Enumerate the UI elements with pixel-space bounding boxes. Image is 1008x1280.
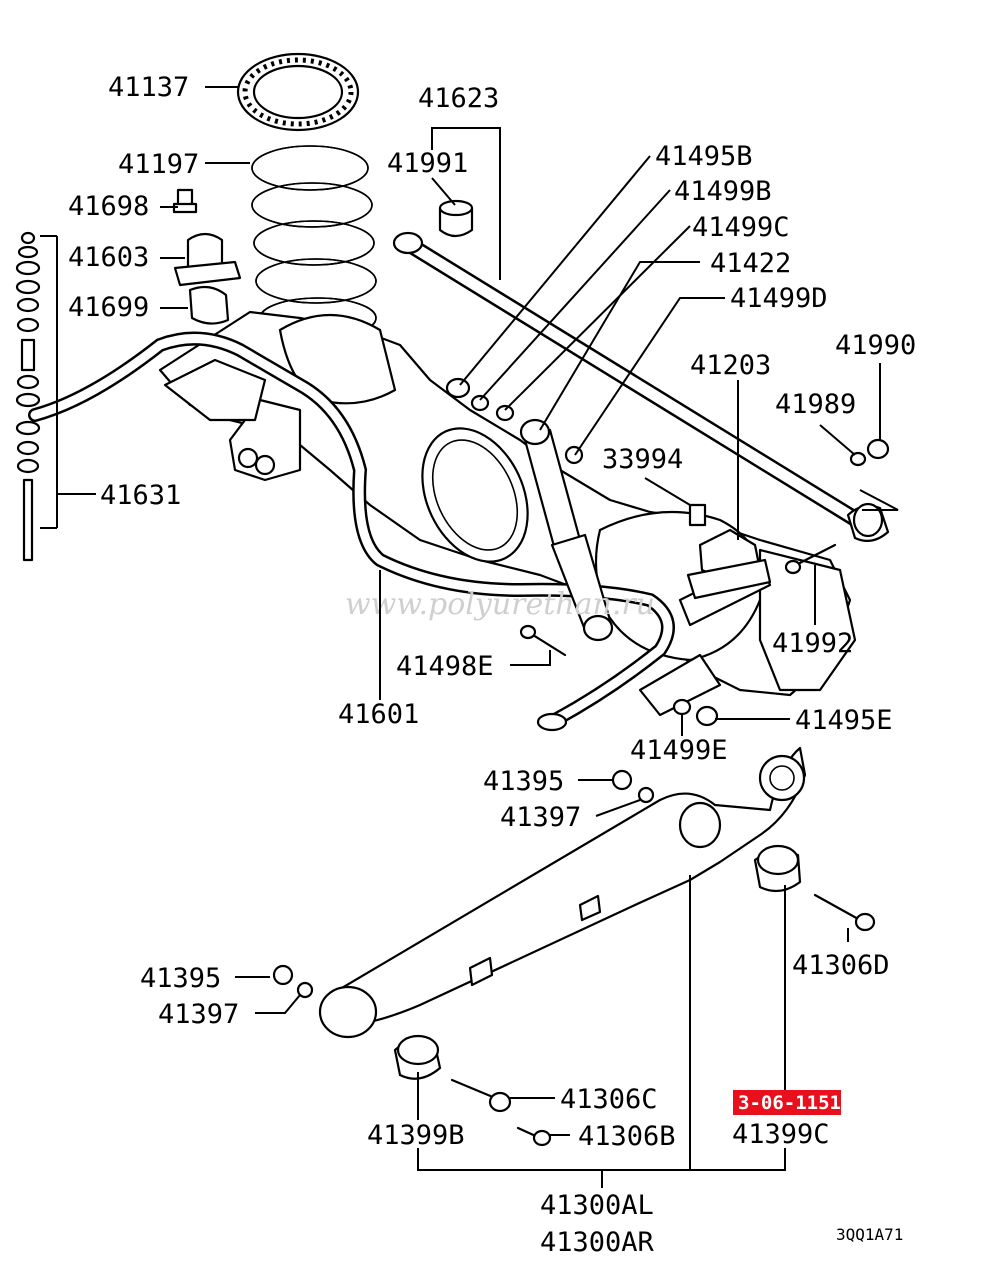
label-41499B: 41499B: [674, 176, 772, 207]
stabilizer-bar-part: [28, 331, 675, 732]
stabilizer-link-stack-part: [15, 231, 41, 562]
label-41601: 41601: [338, 699, 419, 730]
label-41603: 41603: [68, 242, 149, 273]
bolts-part: [519, 503, 837, 657]
label-41300AR: 41300AR: [540, 1227, 655, 1258]
label-41197: 41197: [118, 149, 199, 180]
label-41399B: 41399B: [367, 1120, 465, 1151]
label-41306B: 41306B: [578, 1121, 676, 1152]
label-41698: 41698: [68, 191, 149, 222]
label-41422: 41422: [710, 248, 791, 279]
label-41499C: 41499C: [692, 212, 790, 243]
label-41137: 41137: [108, 72, 189, 103]
trailing-arm-part: [318, 746, 807, 1039]
label-41203: 41203: [690, 350, 771, 381]
diagram-code: 3QQ1A71: [836, 1225, 903, 1244]
spring-seat-part: [236, 52, 360, 132]
label-41495B: 41495B: [655, 141, 753, 172]
bolt-41698-part: [172, 188, 198, 214]
label-41397-upper: 41397: [500, 802, 581, 833]
part-number-labels: 41137 41623 41197 41991 41495B 41698 414…: [68, 72, 916, 1258]
label-41631: 41631: [100, 480, 181, 511]
highlight-text[interactable]: 3-06-1151: [738, 1092, 841, 1114]
label-41991: 41991: [387, 148, 468, 179]
highlighted-part-code[interactable]: 3-06-1151: [733, 1090, 841, 1115]
label-41300AL: 41300AL: [540, 1190, 654, 1221]
label-41990: 41990: [835, 330, 916, 361]
label-41397-lower: 41397: [158, 999, 239, 1030]
label-41699: 41699: [68, 292, 149, 323]
label-41306C: 41306C: [560, 1084, 658, 1115]
trailing-arm-hardware-part: [272, 769, 876, 1147]
label-41989: 41989: [775, 389, 856, 420]
label-33994: 33994: [602, 444, 683, 475]
label-41395-upper: 41395: [483, 766, 564, 797]
label-41623: 41623: [418, 83, 499, 114]
nuts-washers-shock-part: [445, 377, 890, 727]
label-41499E: 41499E: [630, 735, 728, 766]
label-41399C: 41399C: [732, 1119, 830, 1150]
label-41498E: 41498E: [396, 651, 494, 682]
leader-lines: [40, 86, 899, 1188]
lateral-rod-part: [392, 199, 890, 543]
coil-spring-part: [251, 145, 377, 339]
label-41992: 41992: [772, 628, 853, 659]
label-41395-lower: 41395: [140, 963, 221, 994]
stabilizer-bracket-part: [173, 232, 242, 325]
watermark-text: www.polyurethan.ru: [345, 587, 655, 622]
label-41306D: 41306D: [792, 950, 890, 981]
label-41495E: 41495E: [795, 705, 893, 736]
highlight-background: [733, 1090, 841, 1115]
label-41499D: 41499D: [730, 283, 828, 314]
bump-stopper-part: [686, 528, 772, 600]
